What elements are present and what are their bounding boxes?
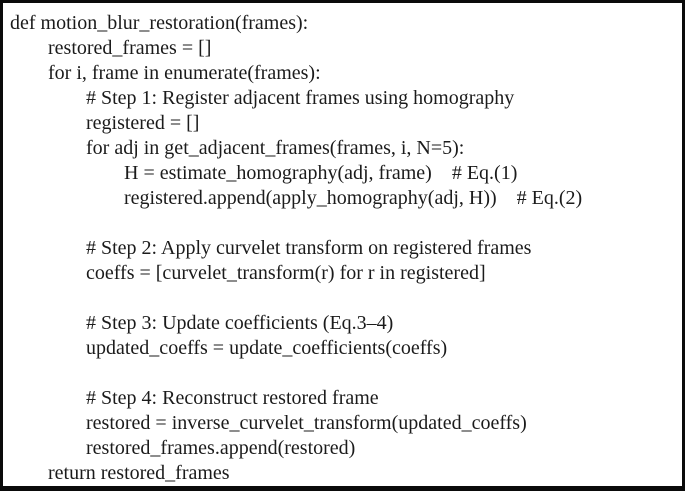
- code-line: H = estimate_homography(adj, frame) # Eq…: [124, 162, 518, 184]
- code-line: def motion_blur_restoration(frames):: [10, 12, 309, 34]
- code-line: for adj in get_adjacent_frames(frames, i…: [86, 137, 465, 159]
- code-line: for i, frame in enumerate(frames):: [48, 62, 321, 84]
- code-line: restored_frames.append(restored): [86, 437, 356, 459]
- code-line: # Step 3: Update coefficients (Eq.3–4): [86, 312, 394, 334]
- code-line: [10, 286, 678, 311]
- code-line: updated_coeffs = update_coefficients(coe…: [86, 337, 448, 359]
- code-line: restored = inverse_curvelet_transform(up…: [86, 412, 527, 434]
- code-line: registered = []: [86, 112, 200, 134]
- code-line: # Step 2: Apply curvelet transform on re…: [86, 237, 532, 259]
- code-line: # Step 4: Reconstruct restored frame: [86, 387, 379, 409]
- code-line: registered.append(apply_homography(adj, …: [124, 187, 583, 209]
- code-block: def motion_blur_restoration(frames):rest…: [10, 11, 678, 486]
- code-line: [10, 211, 678, 236]
- code-line: coeffs = [curvelet_transform(r) for r in…: [86, 262, 486, 284]
- code-line: return restored_frames: [48, 462, 230, 484]
- code-line: [10, 361, 678, 386]
- code-line: restored_frames = []: [48, 37, 212, 59]
- code-line: # Step 1: Register adjacent frames using…: [86, 87, 515, 109]
